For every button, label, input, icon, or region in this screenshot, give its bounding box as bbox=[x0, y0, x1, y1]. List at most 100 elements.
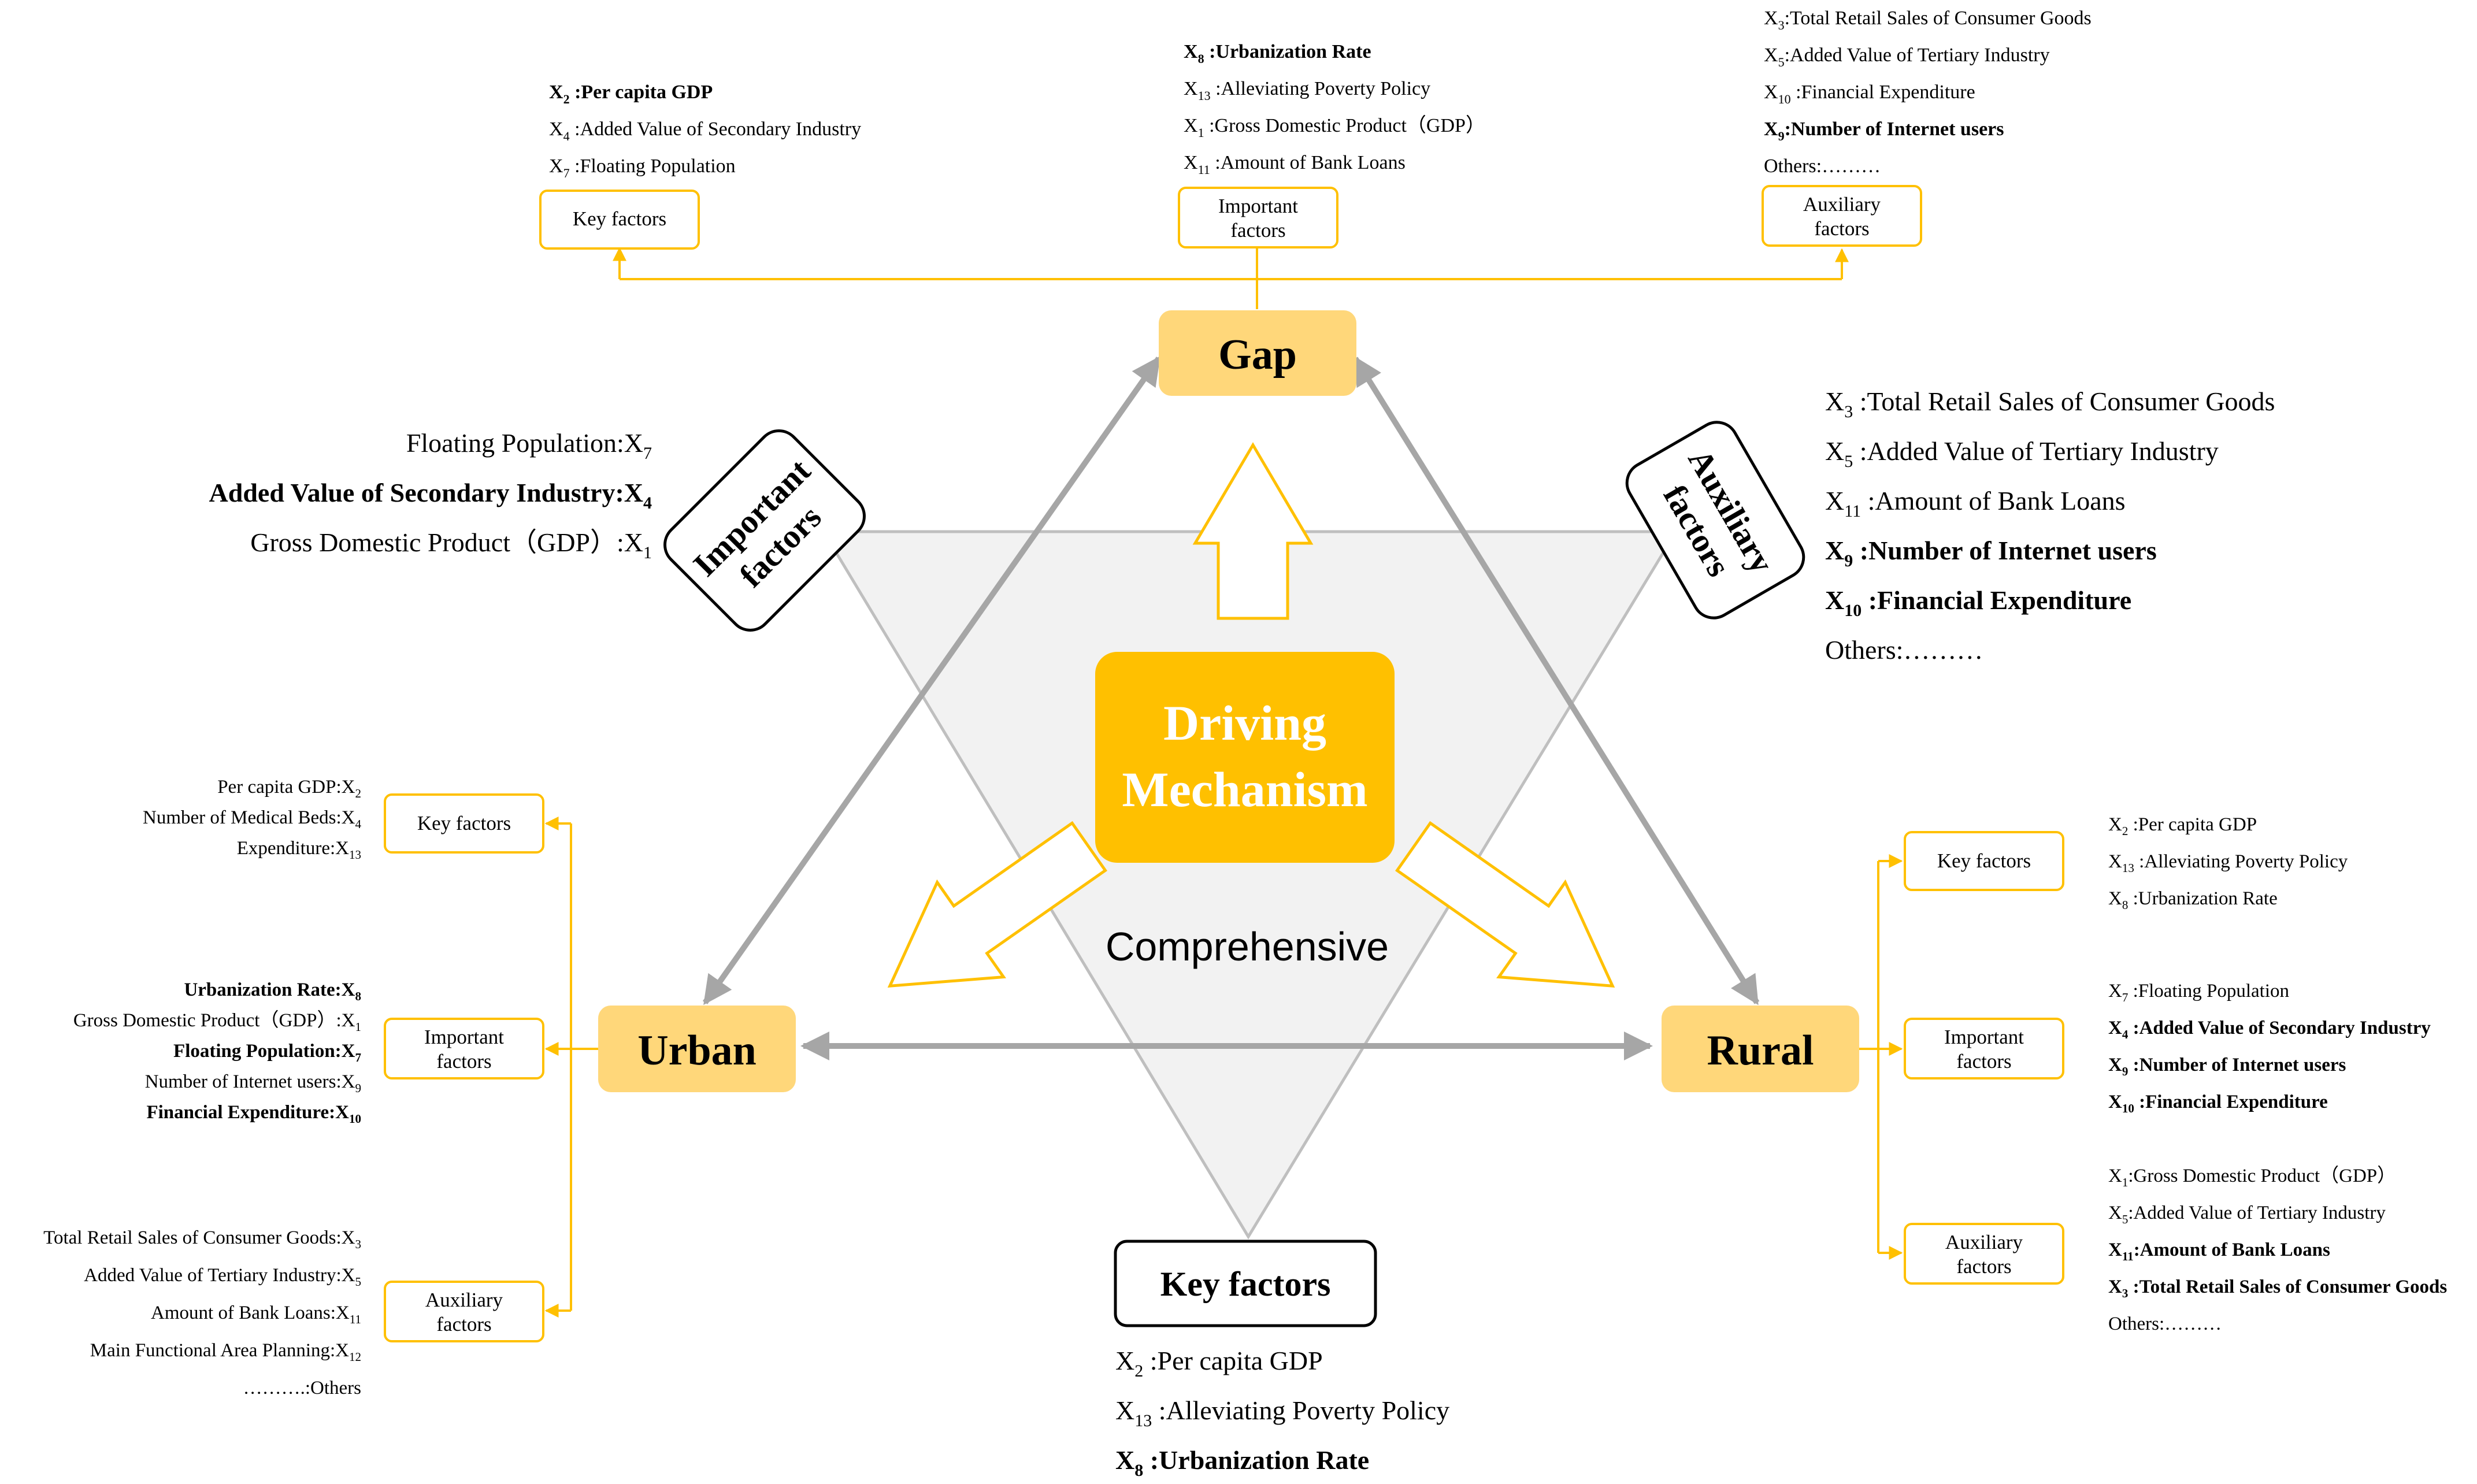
block-arrow-down-right bbox=[1395, 821, 1615, 988]
gap-important-box-label2: factors bbox=[1230, 219, 1285, 242]
node-rural-label: Rural bbox=[1707, 1027, 1814, 1074]
rural-important-item: X10 :Financial Expenditure bbox=[2108, 1092, 2328, 1115]
rural-key-item: X13 :Alleviating Poverty Policy bbox=[2108, 851, 2348, 875]
factor-lists: X2 :Per capita GDP X4 :Added Value of Sec… bbox=[43, 8, 2447, 1480]
arrow-gap-rural bbox=[1352, 355, 1760, 1006]
left-important-item: Floating Population:X7 bbox=[406, 428, 652, 463]
urban-important-item: Number of Internet users:X9 bbox=[145, 1071, 361, 1095]
left-important-item: Added Value of Secondary Industry:X4 bbox=[209, 478, 652, 513]
gap-auxiliary-item: X3:Total Retail Sales of Consumer Goods bbox=[1764, 8, 2092, 32]
node-urban: Urban bbox=[598, 1006, 796, 1092]
urban-auxiliary-box-label2: factors bbox=[436, 1313, 491, 1335]
rural-key-item: X8 :Urbanization Rate bbox=[2108, 888, 2278, 912]
block-arrow-down-left bbox=[887, 821, 1107, 988]
urban-key-item: Number of Medical Beds:X4 bbox=[143, 807, 362, 831]
node-gap: Gap bbox=[1159, 310, 1356, 396]
driving-mechanism-box bbox=[1095, 652, 1395, 863]
gap-important-item: X11 :Amount of Bank Loans bbox=[1184, 152, 1406, 177]
right-auxiliary-item: X3 :Total Retail Sales of Consumer Goods bbox=[1825, 387, 2275, 421]
urban-important-item: Financial Expenditure:X10 bbox=[146, 1102, 361, 1126]
gap-important-item: X8 :Urbanization Rate bbox=[1184, 41, 1371, 66]
small-box-labels: Key factors Important factors Auxiliary … bbox=[417, 193, 2031, 1335]
gap-key-item: X2 :Per capita GDP bbox=[549, 81, 713, 106]
gap-auxiliary-item: Others:……… bbox=[1764, 155, 1881, 177]
urban-key-item: Expenditure:X13 bbox=[237, 838, 361, 862]
relation-arrows bbox=[702, 355, 1760, 1060]
urban-important-item: Urbanization Rate:X8 bbox=[184, 980, 361, 1003]
bottom-key-item: X13 :Alleviating Poverty Policy bbox=[1115, 1396, 1449, 1430]
comprehensive-label: Comprehensive bbox=[1106, 924, 1389, 969]
gap-key-box-label: Key factors bbox=[573, 207, 666, 230]
urban-important-box-label1: Important bbox=[424, 1026, 504, 1048]
rural-key-item: X2 :Per capita GDP bbox=[2108, 814, 2257, 838]
urban-important-item: Floating Population:X7 bbox=[173, 1041, 361, 1064]
gap-auxiliary-item: X5:Added Value of Tertiary Industry bbox=[1764, 44, 2050, 69]
rural-auxiliary-box-label1: Auxiliary bbox=[1945, 1231, 2023, 1253]
gap-important-box-label1: Important bbox=[1218, 195, 1298, 217]
gap-key-item: X7 :Floating Population bbox=[549, 155, 736, 180]
rural-auxiliary-box bbox=[1904, 1223, 2064, 1285]
rural-important-box bbox=[1904, 1018, 2064, 1079]
urban-important-box-label2: factors bbox=[436, 1050, 491, 1073]
right-auxiliary-item: X9 :Number of Internet users bbox=[1825, 536, 2157, 570]
urban-key-box bbox=[384, 793, 544, 854]
right-auxiliary-item: X11 :Amount of Bank Loans bbox=[1825, 486, 2126, 521]
rural-auxiliary-box-label2: factors bbox=[1956, 1255, 2011, 1278]
urban-connectors bbox=[544, 817, 598, 1318]
background-triangle bbox=[821, 530, 1679, 1240]
rural-auxiliary-item: X11:Amount of Bank Loans bbox=[2108, 1240, 2330, 1263]
gap-key-box bbox=[539, 190, 700, 250]
rural-auxiliary-item: X1:Gross Domestic Product（GDP） bbox=[2108, 1166, 2396, 1189]
center-title-line2: Mechanism bbox=[1122, 762, 1367, 817]
bottom-key-factors-label: Key factors bbox=[1160, 1265, 1331, 1303]
rural-important-item: X9 :Number of Internet users bbox=[2108, 1055, 2346, 1078]
gap-auxiliary-box bbox=[1762, 185, 1922, 247]
rural-important-item: X4 :Added Value of Secondary Industry bbox=[2108, 1018, 2431, 1041]
block-arrows bbox=[887, 442, 1615, 988]
rural-key-box bbox=[1904, 831, 2064, 891]
gap-auxiliary-box-label1: Auxiliary bbox=[1803, 193, 1881, 216]
right-auxiliary-item: X5 :Added Value of Tertiary Industry bbox=[1825, 436, 2219, 471]
rural-important-item: X7 :Floating Population bbox=[2108, 981, 2289, 1004]
urban-auxiliary-item: ……….:Others bbox=[243, 1378, 361, 1398]
urban-auxiliary-item: Amount of Bank Loans:X11 bbox=[151, 1303, 361, 1326]
center-title-line1: Driving bbox=[1163, 695, 1326, 751]
arrow-gap-urban bbox=[702, 355, 1162, 1006]
left-important-item: Gross Domestic Product（GDP）:X1 bbox=[250, 528, 652, 562]
rural-important-box-label2: factors bbox=[1956, 1050, 2011, 1073]
bottom-key-item: X8 :Urbanization Rate bbox=[1115, 1445, 1369, 1480]
right-auxiliary-item: Others:……… bbox=[1825, 635, 1983, 665]
small-boxes bbox=[384, 185, 2064, 1342]
urban-key-item: Per capita GDP:X2 bbox=[217, 777, 361, 800]
urban-auxiliary-item: Total Retail Sales of Consumer Goods:X3 bbox=[43, 1227, 361, 1251]
tilted-important-factors: Important factors bbox=[663, 429, 866, 632]
node-rural: Rural bbox=[1662, 1006, 1859, 1092]
gap-key-item: X4 :Added Value of Secondary Industry bbox=[549, 118, 861, 143]
block-arrow-up bbox=[1192, 442, 1314, 620]
urban-important-box bbox=[384, 1018, 544, 1079]
right-auxiliary-item: X10 :Financial Expenditure bbox=[1825, 585, 2131, 620]
rural-connectors bbox=[1855, 854, 1903, 1260]
rural-key-box-label: Key factors bbox=[1937, 849, 2031, 872]
gap-auxiliary-box-label2: factors bbox=[1814, 217, 1869, 240]
gap-important-item: X1 :Gross Domestic Product（GDP） bbox=[1184, 114, 1485, 140]
urban-auxiliary-box-label1: Auxiliary bbox=[425, 1289, 503, 1311]
gap-auxiliary-item: X9:Number of Internet users bbox=[1764, 118, 2004, 143]
node-gap-label: Gap bbox=[1218, 331, 1297, 379]
urban-important-item: Gross Domestic Product（GDP）:X1 bbox=[73, 1010, 361, 1034]
urban-key-box-label: Key factors bbox=[417, 812, 511, 834]
rural-auxiliary-item: Others:……… bbox=[2108, 1314, 2222, 1334]
rural-important-box-label1: Important bbox=[1944, 1026, 2024, 1048]
gap-auxiliary-item: X10 :Financial Expenditure bbox=[1764, 81, 1975, 106]
bottom-key-factors-box bbox=[1114, 1240, 1377, 1327]
gap-important-item: X13 :Alleviating Poverty Policy bbox=[1184, 78, 1430, 103]
urban-auxiliary-box bbox=[384, 1281, 544, 1342]
urban-auxiliary-item: Main Functional Area Planning:X12 bbox=[90, 1340, 361, 1364]
rural-auxiliary-item: X3 :Total Retail Sales of Consumer Goods bbox=[2108, 1277, 2447, 1300]
bottom-key-item: X2 :Per capita GDP bbox=[1115, 1346, 1323, 1381]
rural-auxiliary-item: X5:Added Value of Tertiary Industry bbox=[2108, 1203, 2386, 1226]
top-connectors bbox=[613, 247, 1849, 309]
node-urban-label: Urban bbox=[637, 1027, 757, 1074]
